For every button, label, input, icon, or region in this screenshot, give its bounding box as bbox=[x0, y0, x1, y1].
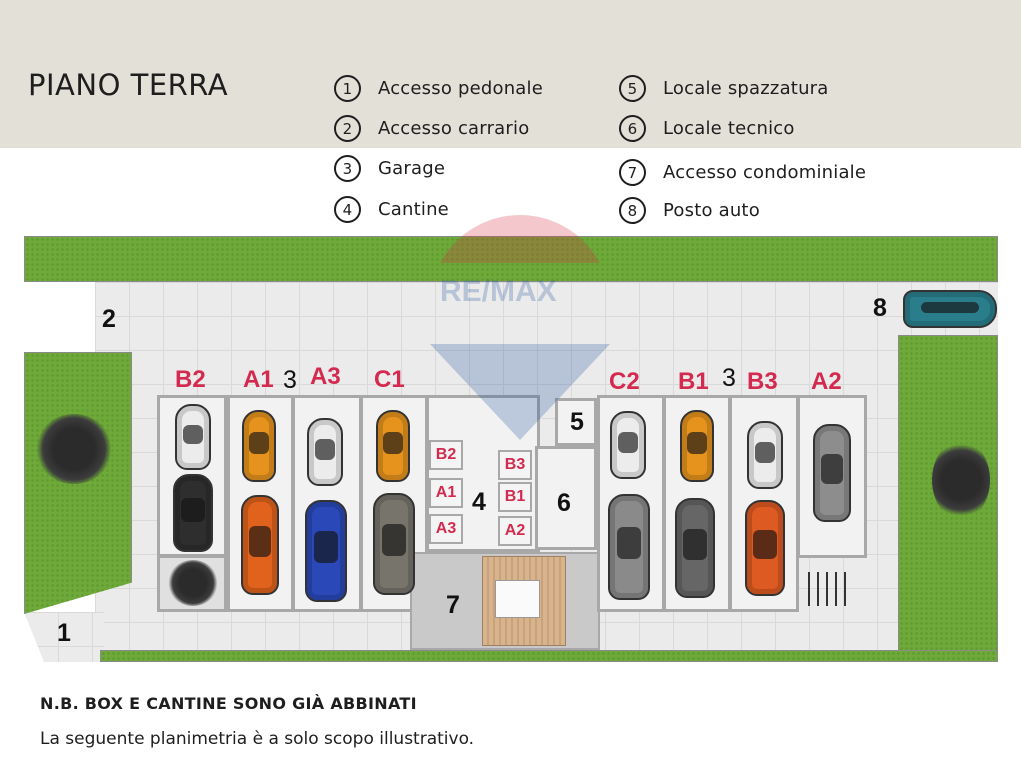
legend-label: Locale spazzatura bbox=[663, 78, 829, 99]
legend-item: 1 Accesso pedonale bbox=[334, 75, 543, 102]
number-circle-icon: 2 bbox=[334, 115, 361, 142]
lawn-top bbox=[24, 236, 998, 282]
marker-3: 3 bbox=[283, 366, 297, 394]
garage-label: C1 bbox=[374, 366, 405, 393]
garage-label: A2 bbox=[811, 368, 842, 395]
number-circle-icon: 7 bbox=[619, 159, 646, 186]
cantina-b1: B1 bbox=[498, 482, 532, 512]
garage-label: A3 bbox=[310, 363, 341, 390]
legend-label: Locale tecnico bbox=[663, 118, 795, 139]
number-circle-icon: 5 bbox=[619, 75, 646, 102]
car-icon bbox=[745, 500, 785, 596]
legend-label: Accesso carrario bbox=[378, 118, 530, 139]
page-title: PIANO TERRA bbox=[28, 68, 229, 102]
legend-label: Posto auto bbox=[663, 200, 760, 221]
car-icon bbox=[307, 418, 343, 486]
cantina-b3: B3 bbox=[498, 450, 532, 480]
car-icon bbox=[242, 410, 276, 482]
marker-2: 2 bbox=[102, 305, 116, 333]
car-icon bbox=[373, 493, 415, 595]
car-icon bbox=[173, 474, 213, 552]
cantina-a3: A3 bbox=[429, 514, 463, 544]
car-icon bbox=[813, 424, 851, 522]
legend-item: 4 Cantine bbox=[334, 196, 449, 223]
footer-note: N.B. BOX E CANTINE SONO GIÀ ABBINATI bbox=[40, 694, 417, 713]
car-icon bbox=[680, 410, 714, 482]
bike-rack-icon bbox=[808, 572, 848, 606]
marker-7: 7 bbox=[446, 591, 460, 619]
garage-label: A1 bbox=[243, 366, 274, 393]
marker-3: 3 bbox=[722, 364, 736, 392]
car-icon bbox=[175, 404, 211, 470]
car-icon bbox=[305, 500, 347, 602]
legend-item: 5 Locale spazzatura bbox=[619, 75, 829, 102]
number-circle-icon: 6 bbox=[619, 115, 646, 142]
garage-label: B3 bbox=[747, 368, 778, 395]
legend-label: Accesso pedonale bbox=[378, 78, 544, 99]
number-circle-icon: 3 bbox=[334, 155, 361, 182]
number-circle-icon: 1 bbox=[334, 75, 361, 102]
legend-item: 3 Garage bbox=[334, 155, 445, 182]
marker-8: 8 bbox=[873, 294, 887, 322]
garage-label: B1 bbox=[678, 368, 709, 395]
legend-item: 8 Posto auto bbox=[619, 197, 760, 224]
car-icon bbox=[376, 410, 410, 482]
elevator bbox=[495, 580, 540, 618]
tree-icon bbox=[932, 440, 990, 520]
footer-disclaimer: La seguente planimetria è a solo scopo i… bbox=[40, 729, 475, 749]
number-circle-icon: 4 bbox=[334, 196, 361, 223]
legend-item: 2 Accesso carrario bbox=[334, 115, 529, 142]
marker-5: 5 bbox=[570, 408, 584, 436]
technical-room bbox=[535, 446, 597, 550]
car-icon bbox=[610, 411, 646, 479]
car-icon bbox=[747, 421, 783, 489]
marker-4: 4 bbox=[472, 488, 486, 516]
garage-label: C2 bbox=[609, 368, 640, 395]
legend-label: Accesso condominiale bbox=[663, 162, 867, 183]
cantina-b2: B2 bbox=[429, 440, 463, 470]
legend-item: 7 Accesso condominiale bbox=[619, 159, 866, 186]
cantina-a2: A2 bbox=[498, 516, 532, 546]
tree-icon bbox=[36, 414, 112, 484]
car-icon bbox=[241, 495, 279, 595]
garage-label: B2 bbox=[175, 366, 206, 393]
number-circle-icon: 8 bbox=[619, 197, 646, 224]
header-band bbox=[0, 0, 1021, 148]
lawn-bottom bbox=[100, 650, 998, 662]
cantina-a1: A1 bbox=[429, 478, 463, 508]
legend-label: Garage bbox=[378, 158, 446, 179]
marker-1: 1 bbox=[57, 619, 71, 647]
waste-room bbox=[555, 398, 597, 446]
legend-item: 6 Locale tecnico bbox=[619, 115, 795, 142]
marker-6: 6 bbox=[557, 489, 571, 517]
car-icon bbox=[903, 290, 997, 328]
shrub-icon bbox=[168, 560, 218, 606]
legend-label: Cantine bbox=[378, 199, 449, 220]
car-icon bbox=[675, 498, 715, 598]
car-icon bbox=[608, 494, 650, 600]
